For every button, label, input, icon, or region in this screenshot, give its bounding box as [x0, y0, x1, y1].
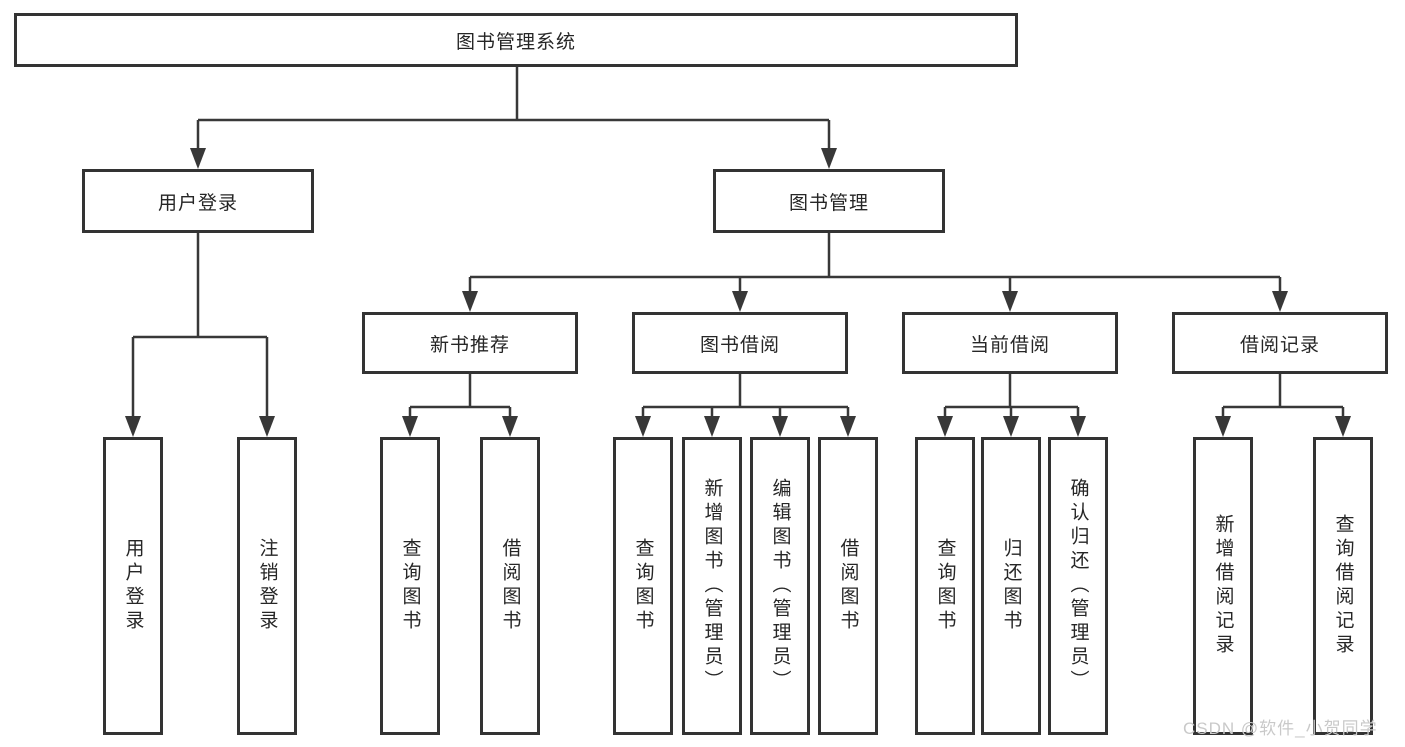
node-new-book-recommend: 新书推荐	[362, 312, 578, 374]
arrow-down-icon	[259, 416, 275, 437]
arrow-down-icon	[772, 416, 788, 437]
arrow-down-icon	[1002, 291, 1018, 312]
leaf-query-borrow-record: 查询借阅记录	[1313, 437, 1373, 735]
node-user-login: 用户登录	[82, 169, 314, 233]
leaf-borrow-books-recommend: 借阅图书	[480, 437, 540, 735]
leaf-logout: 注销登录	[237, 437, 297, 735]
leaf-borrow-books: 借阅图书	[818, 437, 878, 735]
leaf-confirm-return-admin: 确认归还（管理员）	[1048, 437, 1108, 735]
leaf-query-books-borrow: 查询图书	[613, 437, 673, 735]
arrow-down-icon	[732, 291, 748, 312]
node-book-management: 图书管理	[713, 169, 945, 233]
arrow-down-icon	[502, 416, 518, 437]
node-root-library-management-system: 图书管理系统	[14, 13, 1018, 67]
arrow-down-icon	[462, 291, 478, 312]
arrow-down-icon	[821, 148, 837, 169]
arrow-down-icon	[1070, 416, 1086, 437]
csdn-watermark: CSDN @软件_小贺同学	[1183, 719, 1378, 738]
node-borrow-record: 借阅记录	[1172, 312, 1388, 374]
arrow-down-icon	[1272, 291, 1288, 312]
arrow-down-icon	[1215, 416, 1231, 437]
arrow-down-icon	[1335, 416, 1351, 437]
arrow-down-icon	[840, 416, 856, 437]
arrow-down-icon	[704, 416, 720, 437]
leaf-edit-books-admin: 编辑图书（管理员）	[750, 437, 810, 735]
arrow-down-icon	[937, 416, 953, 437]
arrowheads	[125, 148, 1351, 437]
arrow-down-icon	[1003, 416, 1019, 437]
arrow-down-icon	[190, 148, 206, 169]
node-book-borrow: 图书借阅	[632, 312, 848, 374]
leaf-user-login: 用户登录	[103, 437, 163, 735]
arrow-down-icon	[402, 416, 418, 437]
arrow-down-icon	[125, 416, 141, 437]
connector-paths	[131, 67, 1345, 419]
node-current-borrow: 当前借阅	[902, 312, 1118, 374]
leaf-query-books-current: 查询图书	[915, 437, 975, 735]
arrow-down-icon	[635, 416, 651, 437]
leaf-return-books: 归还图书	[981, 437, 1041, 735]
leaf-add-books-admin: 新增图书（管理员）	[682, 437, 742, 735]
leaf-add-borrow-record: 新增借阅记录	[1193, 437, 1253, 735]
leaf-query-books-recommend: 查询图书	[380, 437, 440, 735]
